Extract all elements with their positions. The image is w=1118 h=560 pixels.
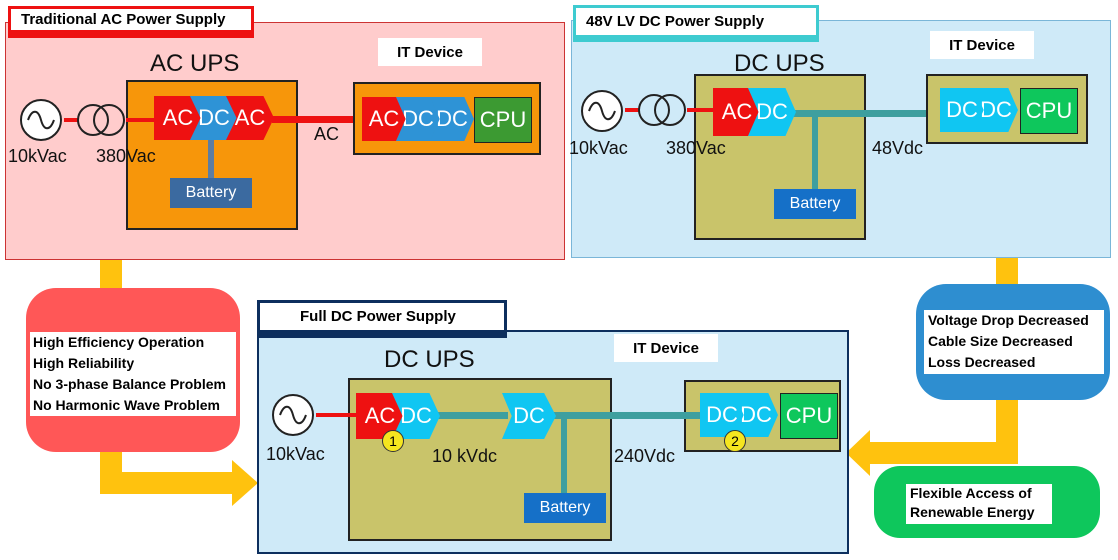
lvdc-it-device-label: IT Device	[930, 31, 1034, 59]
lvdc-battery-link	[812, 112, 818, 192]
benefit-left-3: No 3-phase Balance Problem	[33, 376, 226, 392]
ac-it-device-label: IT Device	[378, 38, 482, 66]
ac-ups-title: AC UPS	[150, 50, 240, 77]
benefit-left-4: No Harmonic Wave Problem	[33, 397, 220, 413]
lvdc-dev-block-dc1: DC	[940, 88, 984, 132]
left-arrow-vertical-top	[100, 260, 122, 290]
ac-transformer-line	[126, 118, 156, 122]
lvdc-link-label: 48Vdc	[872, 138, 924, 158]
traditional-ac-tag: Traditional AC Power Supply	[8, 6, 254, 38]
fulldc-dev-cpu: CPU	[780, 393, 838, 439]
lvdc-source-symbol	[579, 88, 625, 134]
ac-battery-link	[208, 138, 214, 182]
renewable-text-box: Flexible Access of Renewable Energy	[906, 484, 1052, 524]
lvdc-bus-line	[778, 110, 942, 117]
ac-it-device-text: IT Device	[397, 43, 463, 61]
fulldc-v-link: 240Vdc	[614, 446, 676, 466]
fulldc-v-mid: 10 kVdc	[432, 446, 498, 466]
ac-v-transformer: 380Vac	[96, 146, 156, 166]
fulldc-badge-2: 2	[724, 430, 746, 452]
ac-dev-block-ac: AC	[362, 97, 406, 141]
lvdc-v-source: 10kVac	[569, 138, 628, 158]
lvdc-ups-title: DC UPS	[734, 50, 825, 77]
lvdc-tag: 48V LV DC Power Supply	[573, 5, 819, 42]
ac-ups-block-ac2: AC	[226, 96, 274, 140]
benefit-left-1: High Efficiency Operation	[33, 334, 205, 350]
right-arrow-horizontal	[868, 442, 1018, 464]
fulldc-it-device-text: IT Device	[633, 339, 699, 357]
lvdc-title: 48V LV DC Power Supply	[586, 13, 765, 30]
fulldc-source-line	[316, 413, 360, 417]
lvdc-transformer-symbol	[637, 90, 689, 130]
fulldc-battery-link	[561, 414, 567, 496]
ac-source-line	[64, 118, 78, 122]
fulldc-ups-title: DC UPS	[384, 346, 475, 373]
ac-dev-cpu: CPU	[474, 97, 532, 143]
fulldc-it-device-label: IT Device	[614, 334, 718, 362]
ac-link-line	[272, 116, 356, 123]
lvdc-v-transformer: 380Vac	[666, 138, 726, 158]
fulldc-bus-line-1	[428, 412, 508, 419]
lvdc-source-line	[625, 108, 639, 112]
left-arrow-head	[232, 460, 258, 506]
benefit-right-1: Voltage Drop Decreased	[928, 312, 1089, 328]
lvdc-it-device-text: IT Device	[949, 36, 1015, 54]
renewable-line-1: Flexible Access of	[910, 485, 1032, 501]
ac-source-symbol	[18, 97, 64, 143]
traditional-ac-title: Traditional AC Power Supply	[21, 11, 226, 28]
fulldc-source-symbol	[270, 392, 316, 438]
benefit-right-2: Cable Size Decreased	[928, 333, 1073, 349]
renewable-line-2: Renewable Energy	[910, 504, 1035, 520]
right-arrow-vertical-top	[996, 258, 1018, 286]
fulldc-badge-1: 1	[382, 430, 404, 452]
fulldc-tag: Full DC Power Supply	[257, 300, 507, 338]
ac-link-label: AC	[314, 124, 340, 144]
fulldc-battery: Battery	[524, 493, 606, 523]
benefits-left-list: High Efficiency Operation High Reliabili…	[30, 332, 236, 416]
benefit-left-2: High Reliability	[33, 355, 135, 371]
fulldc-title: Full DC Power Supply	[300, 308, 456, 325]
lvdc-dev-cpu: CPU	[1020, 88, 1078, 134]
fulldc-dev-block-dc1: DC	[700, 393, 744, 437]
ac-v-source: 10kVac	[8, 146, 67, 166]
fulldc-v-source: 10kVac	[266, 444, 325, 464]
benefit-right-3: Loss Decreased	[928, 354, 1036, 370]
ac-transformer-symbol	[76, 100, 128, 140]
ac-battery: Battery	[170, 178, 252, 208]
left-arrow-horizontal	[100, 472, 234, 494]
right-arrow-head	[846, 430, 870, 476]
lvdc-battery: Battery	[774, 189, 856, 219]
lvdc-transformer-line	[687, 108, 717, 112]
benefits-right-list: Voltage Drop Decreased Cable Size Decrea…	[924, 310, 1104, 374]
fulldc-bus-line-2	[550, 412, 710, 419]
